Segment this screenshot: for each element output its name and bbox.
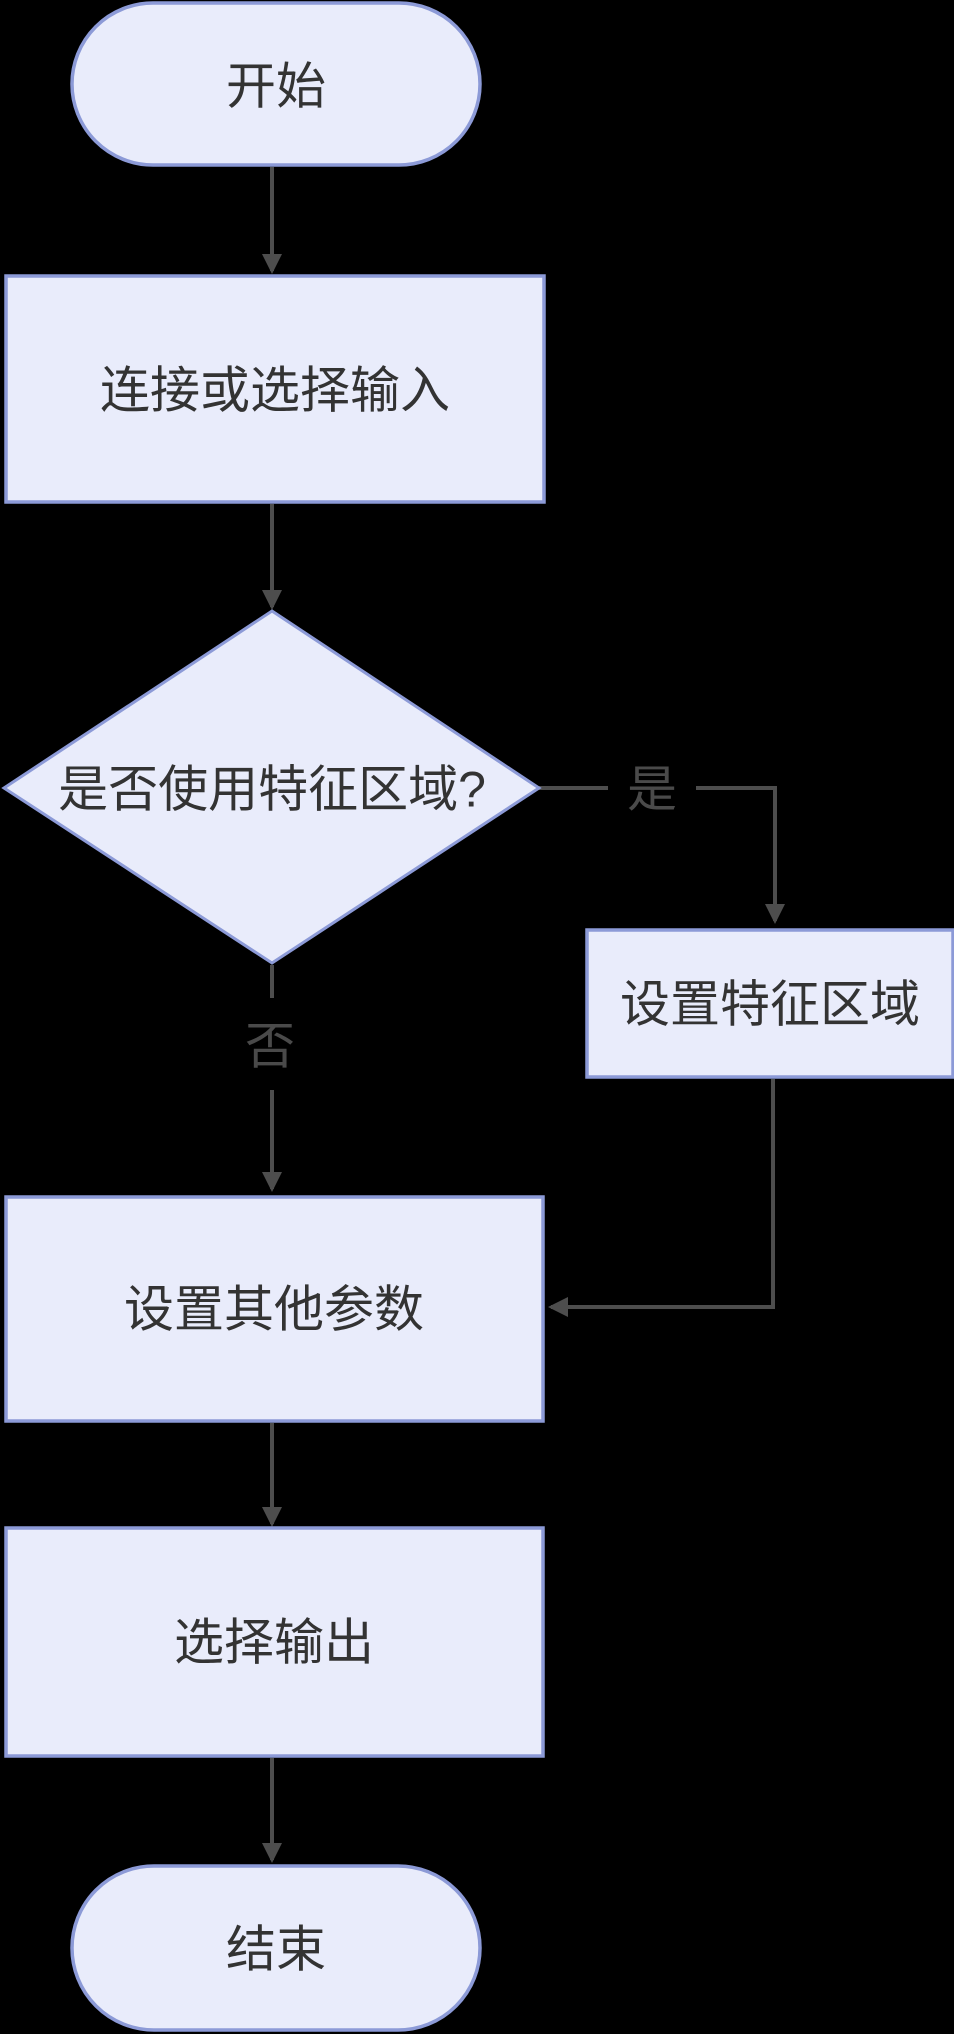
- input-process-shape: [4, 274, 546, 504]
- end-terminator-shape: [70, 1864, 482, 2032]
- set-other-params-label: 设置其他参数: [124, 1282, 424, 1338]
- start-terminator-shape: [70, 1, 482, 167]
- end-label: 结束: [226, 1922, 326, 1978]
- decision-label: 是否使用特征区域?: [58, 762, 486, 818]
- input-label: 连接或选择输入: [100, 363, 450, 419]
- edges: 是 否: [226, 167, 785, 1863]
- decision-diamond-shape: [1, 609, 542, 965]
- select-output-shape: [4, 1526, 545, 1758]
- edge-feature-to-params: [548, 1079, 775, 1317]
- set-other-params-shape: [4, 1195, 545, 1423]
- set-feature-region-shape: [585, 928, 954, 1079]
- no-label-mask: [226, 998, 316, 1090]
- select-output-label: 选择输出: [174, 1615, 374, 1671]
- yes-label-mask: [608, 746, 696, 832]
- start-label: 开始: [226, 59, 326, 115]
- edge-label-no: 否: [245, 1019, 295, 1075]
- edge-label-yes: 是: [627, 762, 677, 818]
- set-feature-region-label: 设置特征区域: [620, 977, 920, 1033]
- node-decision: 是否使用特征区域?: [1, 609, 542, 965]
- node-set-feature-region: 设置特征区域: [585, 928, 954, 1079]
- node-select-output: 选择输出: [4, 1526, 545, 1758]
- node-set-other-params: 设置其他参数: [4, 1195, 545, 1423]
- node-input: 连接或选择输入: [4, 274, 546, 504]
- node-end: 结束: [70, 1864, 482, 2032]
- node-start: 开始: [70, 1, 482, 167]
